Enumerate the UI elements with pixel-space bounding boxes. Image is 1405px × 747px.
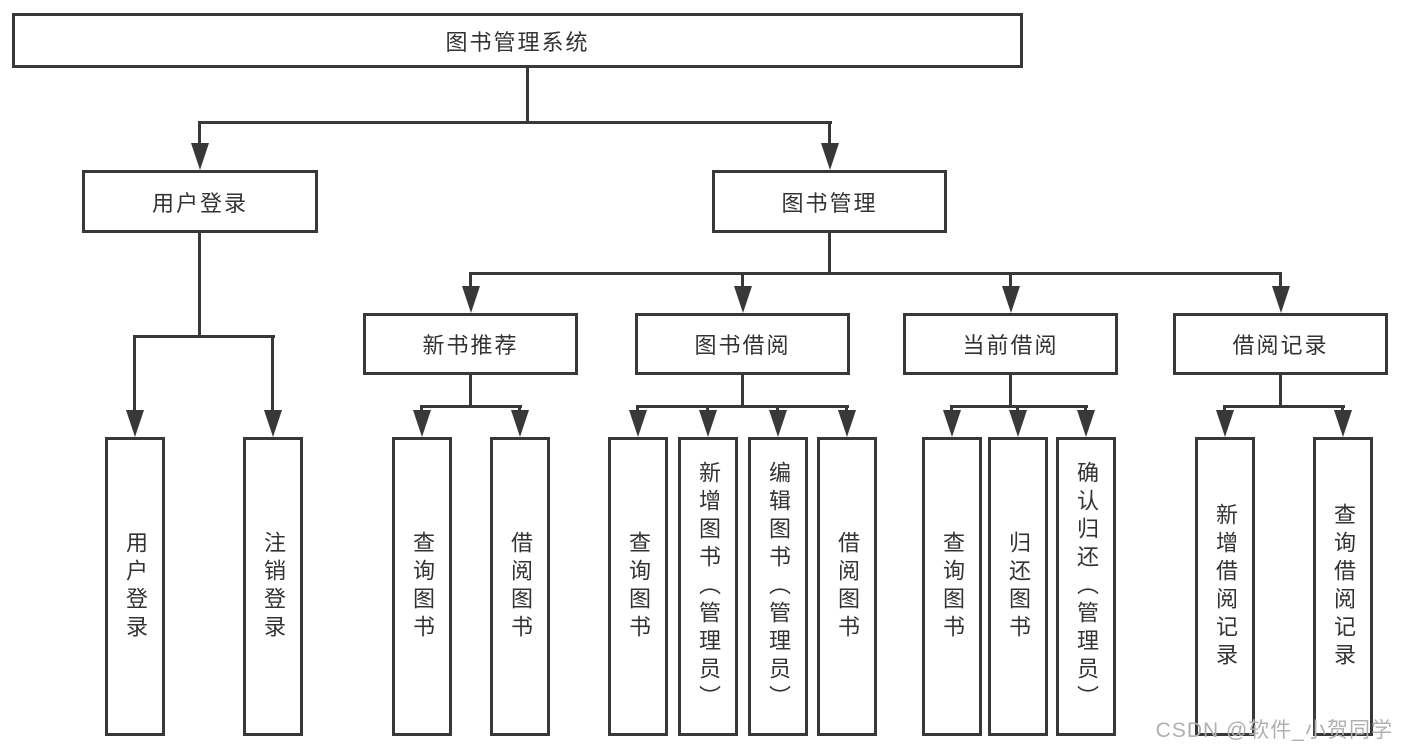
section-label: 当前借阅: [962, 333, 1059, 358]
leaf-confirm-return-admin: 确认归还（管理员）: [1056, 437, 1116, 736]
leaf-label: 注销登录: [261, 530, 286, 643]
connector-line: [1279, 272, 1282, 289]
connector-line: [420, 405, 522, 408]
connector-arrowhead: [629, 410, 647, 437]
connector-arrowhead: [1077, 410, 1095, 437]
connector-line: [950, 405, 953, 412]
connector-arrowhead: [511, 410, 529, 437]
connector-arrowhead: [734, 286, 752, 313]
connector-line: [636, 405, 639, 412]
connector-line: [469, 375, 472, 407]
connector-line: [1279, 375, 1282, 407]
leaf-label: 借阅图书: [835, 530, 860, 643]
connector-line: [1223, 405, 1345, 408]
connector-arrowhead: [821, 143, 839, 170]
leaf-label: 确认归还（管理员）: [1074, 460, 1099, 713]
connector-arrowhead: [943, 410, 961, 437]
section-borrow-records: 借阅记录: [1173, 313, 1388, 375]
connector-arrowhead: [264, 410, 282, 437]
leaf-borrow-books-recommend: 借阅图书: [490, 437, 550, 736]
branch-user-login: 用户登录: [82, 170, 318, 233]
connector-line: [636, 405, 849, 408]
leaf-label: 新增借阅记录: [1213, 502, 1238, 671]
connector-line: [198, 121, 832, 124]
leaf-query-borrow-record: 查询借阅记录: [1313, 437, 1373, 736]
connector-arrowhead: [1002, 286, 1020, 313]
connector-line: [845, 405, 848, 412]
leaf-query-books-borrow: 查询图书: [608, 437, 668, 736]
section-current-borrow: 当前借阅: [903, 313, 1118, 375]
connector-arrowhead: [126, 410, 144, 437]
leaf-add-borrow-record: 新增借阅记录: [1195, 437, 1255, 736]
connector-arrowhead: [191, 143, 209, 170]
connector-line: [1016, 405, 1019, 412]
connector-line: [741, 272, 744, 289]
leaf-label: 查询借阅记录: [1331, 502, 1356, 671]
leaf-edit-books-admin: 编辑图书（管理员）: [748, 437, 808, 736]
leaf-query-books-current: 查询图书: [922, 437, 982, 736]
leaf-label: 归还图书: [1006, 530, 1031, 643]
section-new-book-recommend: 新书推荐: [363, 313, 578, 375]
connector-line: [828, 233, 831, 275]
connector-line: [420, 405, 423, 412]
connector-line: [198, 121, 201, 147]
connector-line: [469, 272, 472, 289]
connector-line: [271, 335, 274, 413]
leaf-label: 借阅图书: [508, 530, 533, 643]
connector-line: [741, 375, 744, 407]
connector-arrowhead: [1216, 410, 1234, 437]
leaf-add-books-admin: 新增图书（管理员）: [678, 437, 738, 736]
leaf-label: 编辑图书（管理员）: [766, 460, 791, 713]
connector-line: [1341, 405, 1344, 412]
branch-label: 用户登录: [151, 190, 248, 216]
watermark: CSDN @软件_小贺同学: [1155, 719, 1393, 742]
connector-line: [776, 405, 779, 412]
section-label: 借阅记录: [1232, 333, 1329, 358]
branch-book-management: 图书管理: [712, 170, 947, 233]
connector-line: [526, 68, 529, 124]
connector-arrowhead: [413, 410, 431, 437]
connector-arrowhead: [1009, 410, 1027, 437]
connector-line: [1084, 405, 1087, 412]
connector-line: [1009, 272, 1012, 289]
connector-arrowhead: [769, 410, 787, 437]
leaf-query-books-recommend: 查询图书: [392, 437, 452, 736]
connector-line: [1223, 405, 1226, 412]
connector-arrowhead: [1334, 410, 1352, 437]
leaf-label: 查询图书: [410, 530, 435, 643]
connector-line: [469, 272, 1282, 275]
section-book-borrow: 图书借阅: [635, 313, 850, 375]
connector-line: [828, 121, 831, 147]
connector-arrowhead: [838, 410, 856, 437]
root-box-library-system: 图书管理系统: [12, 13, 1023, 68]
leaf-label: 新增图书（管理员）: [696, 460, 721, 713]
branch-label: 图书管理: [781, 190, 878, 216]
root-label: 图书管理系统: [445, 29, 590, 55]
connector-line: [133, 335, 136, 413]
connector-line: [950, 405, 1088, 408]
leaf-label: 查询图书: [626, 530, 651, 643]
leaf-return-books: 归还图书: [988, 437, 1048, 736]
leaf-label: 用户登录: [123, 530, 148, 643]
leaf-borrow-books: 借阅图书: [817, 437, 877, 736]
leaf-logout: 注销登录: [243, 437, 303, 736]
connector-arrowhead: [699, 410, 717, 437]
section-label: 图书借阅: [694, 333, 791, 358]
connector-line: [198, 233, 201, 338]
connector-line: [1009, 375, 1012, 407]
connector-arrowhead: [1272, 286, 1290, 313]
section-label: 新书推荐: [422, 333, 519, 358]
connector-line: [133, 335, 275, 338]
connector-line: [706, 405, 709, 412]
leaf-user-login: 用户登录: [105, 437, 165, 736]
connector-line: [518, 405, 521, 412]
leaf-label: 查询图书: [940, 530, 965, 643]
connector-arrowhead: [462, 286, 480, 313]
